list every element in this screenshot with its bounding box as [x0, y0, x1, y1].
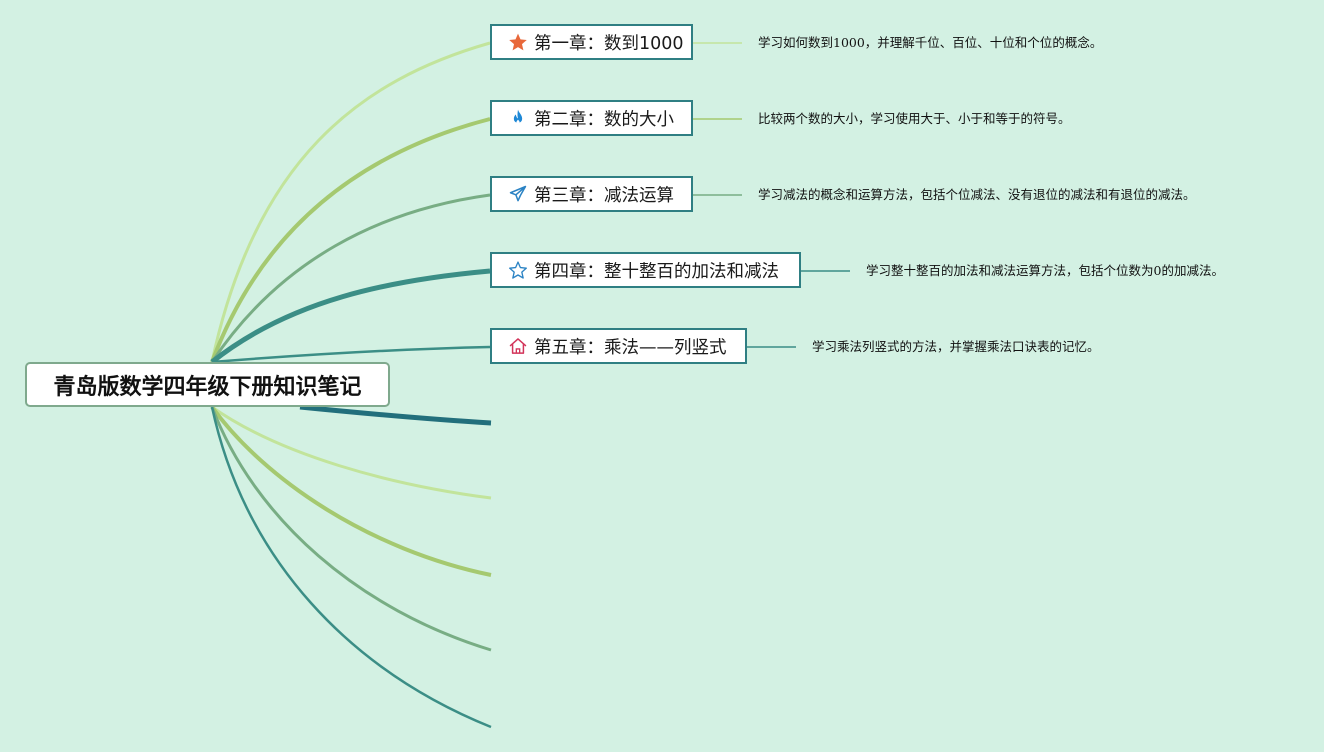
chapter-description-2: 比较两个数的大小，学习使用大于、小于和等于的符号。	[758, 111, 1071, 126]
chapter-node-5[interactable]: 第五章：乘法——列竖式	[490, 328, 747, 364]
star-filled-icon	[508, 32, 528, 52]
star-outline-icon	[508, 260, 528, 280]
chapter-title-1: 第一章：数到1000	[534, 33, 684, 54]
chapter-title-3: 第三章：减法运算	[534, 185, 674, 206]
chapter-description-3: 学习减法的概念和运算方法，包括个位减法、没有退位的减法和有退位的减法。	[758, 187, 1196, 202]
branch-empty-3	[210, 405, 492, 577]
home-icon	[508, 336, 528, 356]
chapter-node-4[interactable]: 第四章：整十整百的加法和减法	[490, 252, 801, 288]
branch-chapter-4	[210, 268, 491, 364]
branch-empty-2	[211, 405, 492, 500]
branch-chapter-3	[210, 193, 491, 363]
paper-plane-icon	[508, 184, 528, 204]
chapter-title-5: 第五章：乘法——列竖式	[534, 337, 727, 358]
chapter-description-4: 学习整十整百的加法和减法运算方法，包括个位数为0的加减法。	[866, 263, 1224, 278]
branch-empty-1	[299, 404, 492, 426]
branch-empty-5	[210, 406, 492, 729]
chapter-title-4: 第四章：整十整百的加法和减法	[534, 261, 779, 282]
chapter-title-2: 第二章：数的大小	[534, 109, 674, 130]
chapter-node-3[interactable]: 第三章：减法运算	[490, 176, 693, 212]
root-title: 青岛版数学四年级下册知识笔记	[53, 374, 362, 400]
chapter-description-1: 学习如何数到1000，并理解千位、百位、十位和个位的概念。	[758, 35, 1103, 50]
fire-icon	[508, 108, 528, 128]
chapter-node-1[interactable]: 第一章：数到1000	[490, 24, 693, 60]
branch-chapter-2	[210, 117, 491, 363]
branch-empty-4	[210, 406, 492, 652]
chapter-description-5: 学习乘法列竖式的方法，并掌握乘法口诀表的记忆。	[812, 339, 1100, 354]
branch-chapter-1	[210, 41, 491, 363]
root-node[interactable]: 青岛版数学四年级下册知识笔记	[25, 362, 390, 407]
chapter-node-2[interactable]: 第二章：数的大小	[490, 100, 693, 136]
branch-chapter-5	[211, 345, 491, 364]
